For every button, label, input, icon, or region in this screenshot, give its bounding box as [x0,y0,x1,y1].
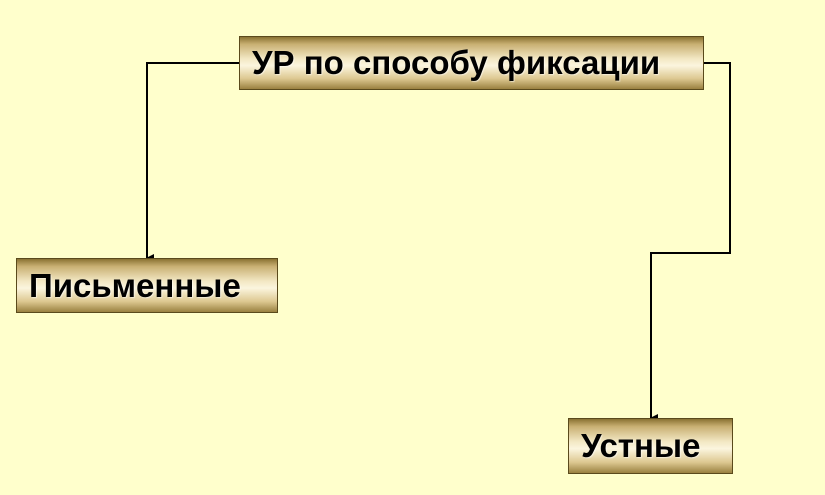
root-node-fixation-method: УР по способу фиксации [239,36,704,90]
connector-root-to-written [146,62,239,262]
child-node-written-label: Письменные [29,266,241,304]
child-node-oral: Устные [568,418,733,474]
connector-root-to-oral [650,62,731,422]
child-node-written: Письменные [16,258,278,313]
child-node-oral-label: Устные [581,427,701,464]
root-node-label: УР по способу фиксации [252,44,661,81]
